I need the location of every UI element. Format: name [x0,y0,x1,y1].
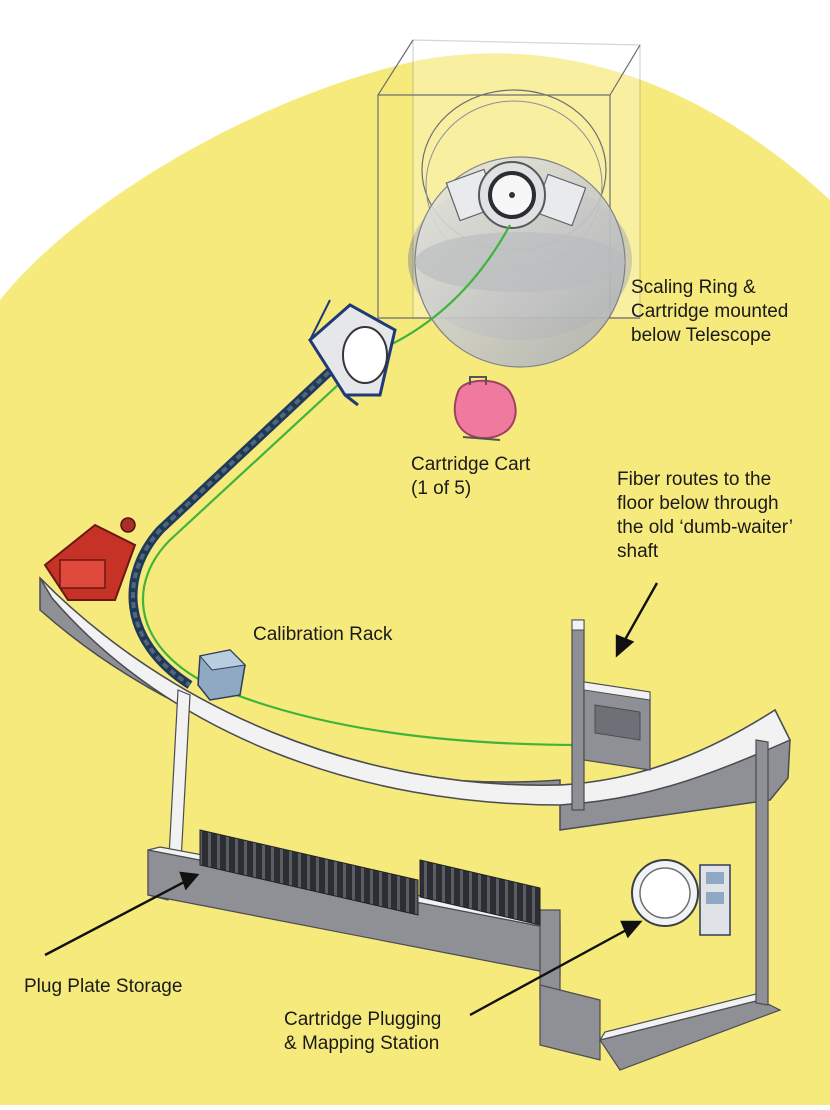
calibration-rack-icon [197,649,247,701]
label-plugging-station: Cartridge Plugging & Mapping Station [284,1009,442,1054]
label-plug-plate-storage: Plug Plate Storage [24,976,183,997]
annotation-arrows [44,582,659,1017]
telescope-icon [377,39,641,368]
plugging-station-icon [631,859,731,936]
red-stand [43,517,137,601]
cartridge-cart-icon [453,376,517,441]
label-calibration-rack: Calibration Rack [253,624,393,645]
label-scaling-ring: Scaling Ring & Cartridge mounted below T… [631,277,789,346]
fiber-spool-cart [308,299,397,407]
cable-tray [128,341,362,689]
plug-plate-racks [199,829,541,926]
dumb-waiter-shaft [571,619,651,811]
label-fiber-routes: Fiber routes to the floor below through … [617,469,794,562]
label-cartridge-cart: Cartridge Cart (1 of 5) [411,454,531,499]
